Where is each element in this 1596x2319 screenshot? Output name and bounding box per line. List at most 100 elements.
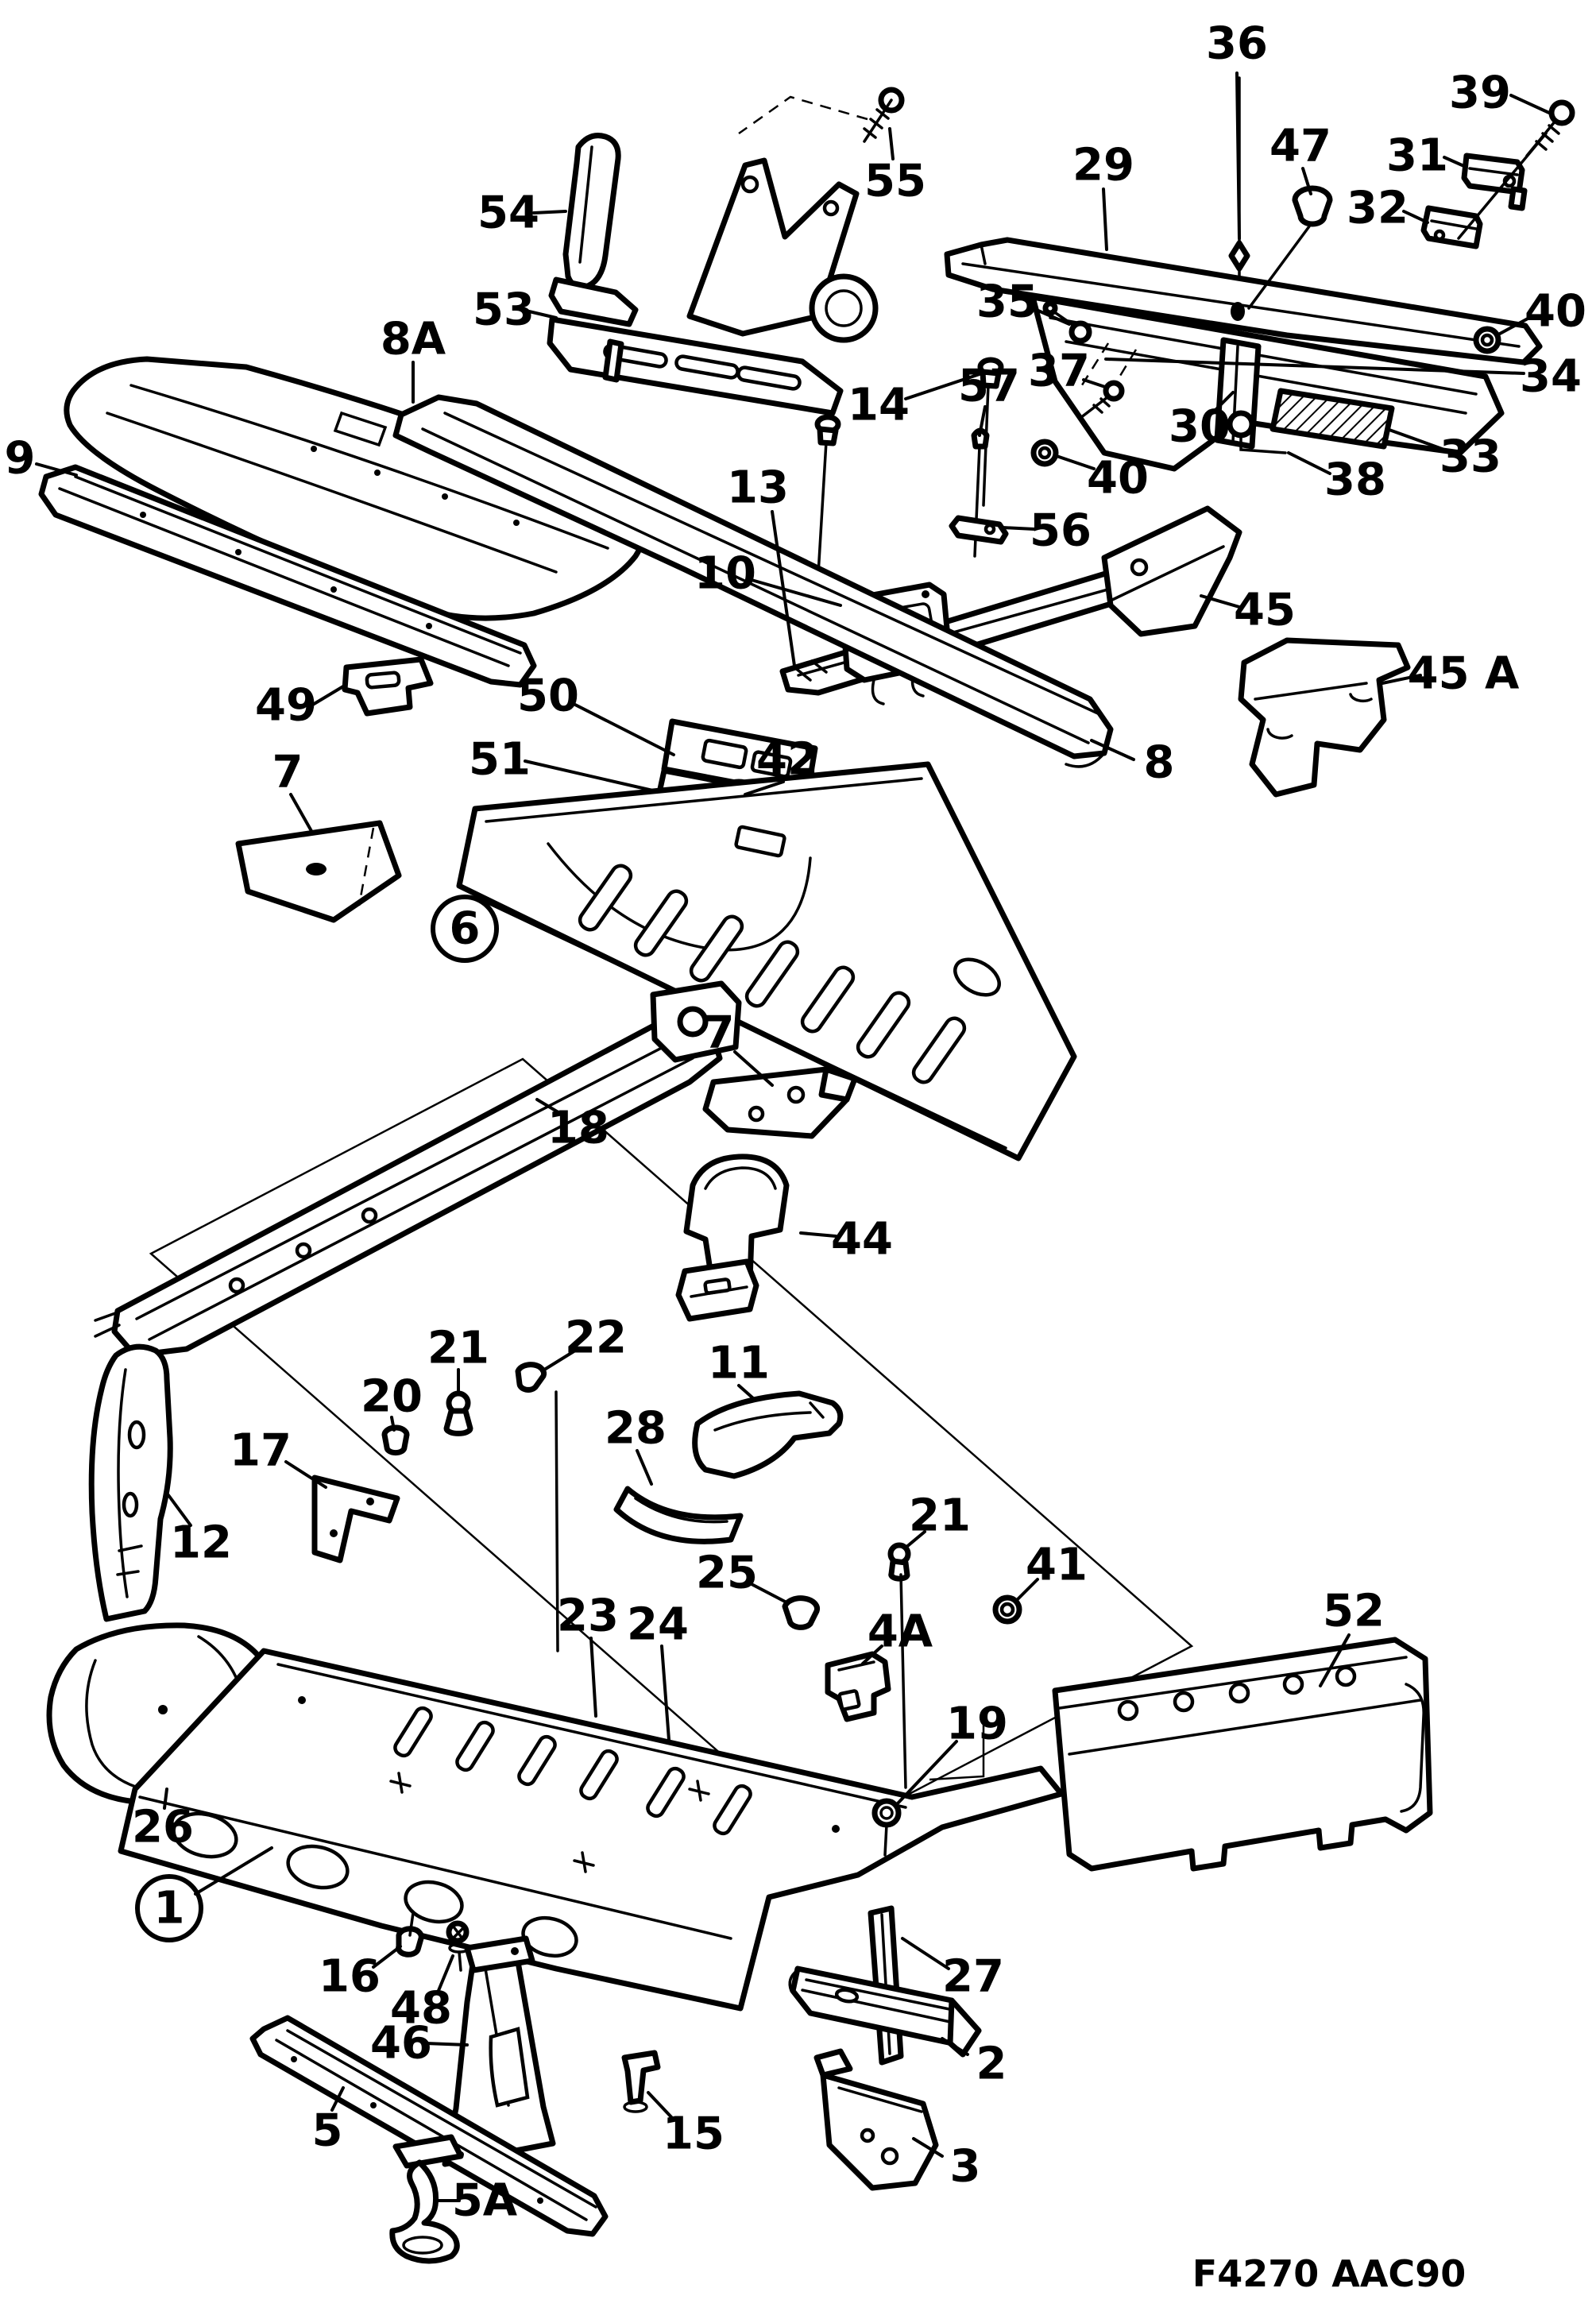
callout-leader-45 [1200,594,1241,609]
callout-leader-31 [1443,156,1467,168]
callout-leader-45A [1381,674,1422,685]
callout-leader-56 [1001,526,1036,531]
callout-label-42: 42 [756,734,818,786]
part-39-screw [1457,99,1575,240]
part-40-nut-right [1473,326,1501,354]
callout-label-37: 37 [1028,346,1090,397]
callout-label-20: 20 [361,1371,423,1423]
callout-leader-42 [744,780,785,796]
callout-leader-7 [733,1050,774,1087]
part-5-sill [249,2015,609,2237]
part-49-clip [342,656,434,717]
figure-code: F4270 AAC90 [1192,2252,1466,2295]
callout-leader-41 [1015,1578,1039,1602]
part-8-crossmember [392,394,1114,768]
phantom-outline [149,1057,1194,1842]
callout-label-13: 13 [727,462,789,514]
part-7-gusset-right [702,1066,858,1139]
callout-label-57: 57 [958,361,1020,412]
callout-leader-36 [1235,72,1241,240]
part-3-gusset-plate [813,2048,939,2191]
part-9-sill-strip [38,464,537,688]
callout-label-49: 49 [255,680,317,732]
callout-leader-48 [436,1954,454,1994]
callout-leader-39 [1509,94,1551,114]
callout-leader-4A [861,1645,883,1665]
callout-label-10: 10 [694,548,756,600]
callout-label-24: 24 [627,1599,689,1651]
callout-leader-44 [799,1231,837,1238]
callout-leader-20 [390,1416,396,1432]
callout-label-31: 31 [1386,130,1448,182]
part-5a-hook [389,2134,464,2264]
callout-leader-46 [424,2042,469,2047]
part-54-hook-bracket [548,133,639,327]
part-1-lower-floor-pan [118,1648,1065,2012]
callout-leader-30 [1212,391,1235,413]
callout-label-21: 21 [909,1490,971,1542]
callout-leader-32 [1402,210,1429,224]
callout-leader-52 [1319,1633,1351,1687]
callout-leader-49 [310,685,345,707]
part-45-bracket [1101,505,1242,637]
callout-label-53: 53 [473,284,535,336]
callout-leader-54 [532,210,567,215]
part-12-pillar-bracket [88,1343,173,1622]
callout-label-3: 3 [950,2141,981,2193]
callout-label-17: 17 [230,1425,292,1477]
part-16-nut [396,1911,424,1958]
callout-label-8A: 8A [381,314,446,365]
callout-leader-47 [1301,167,1312,195]
part-28-seal-strip [613,1486,744,1544]
callout-label-19: 19 [946,1699,1008,1750]
callout-leader-14 [904,372,983,400]
part-46-support-tower [442,1935,556,2167]
part-14-studs [814,357,1004,602]
part-22-tack-pin [515,1362,559,1652]
callout-leader-51 [524,759,658,793]
callout-label-12: 12 [170,1517,232,1569]
callout-label-14: 14 [848,380,910,431]
part-48-bolt [446,1920,470,1972]
callout-leader-18 [535,1098,562,1115]
part-37-bolt [1079,380,1125,419]
part-40-nut-left [1030,439,1059,467]
part-6-upper-floor-pan [456,761,1077,1161]
part-53-support-rail [547,157,879,416]
callout-label-47: 47 [1269,121,1331,172]
callout-label-26: 26 [132,1802,194,1853]
callout-leader-26 [163,1788,168,1810]
callout-label-25: 25 [696,1548,758,1599]
callout-leader-27 [901,1937,950,1970]
callout-leader-12 [167,1494,192,1527]
callout-leader-22 [540,1349,577,1373]
callout-label-28: 28 [605,1403,667,1455]
callout-label-11: 11 [708,1338,770,1389]
callout-label-44: 44 [831,1214,893,1266]
callout-leader-50 [572,702,675,756]
callout-circle-1 [135,1874,203,1942]
part-31-clamp-bracket [1461,153,1528,211]
callout-label-35: 35 [976,276,1038,328]
callout-leader-40 [1055,454,1096,470]
callout-label-46: 46 [370,2018,432,2070]
callout-leader-53 [527,310,558,319]
part-56-clip [949,515,1009,545]
callout-label-8: 8 [1144,737,1175,789]
callout-leader-10 [750,578,842,607]
callout-leader-8 [1090,739,1135,761]
part-55-bolt [738,87,905,143]
callout-label-45A: 45 A [1408,648,1520,700]
part-19-bolt [871,1798,902,1857]
callout-label-5A: 5A [452,2175,518,2227]
callout-leader-38 [1287,451,1331,475]
callout-leader-57 [978,405,987,437]
callout-leader-23 [589,1637,597,1718]
callout-label-52: 52 [1323,1586,1385,1637]
callout-leader-35 [1031,307,1071,326]
callout-leader-9 [35,462,78,477]
part-17-angle-bracket [311,1474,400,1563]
